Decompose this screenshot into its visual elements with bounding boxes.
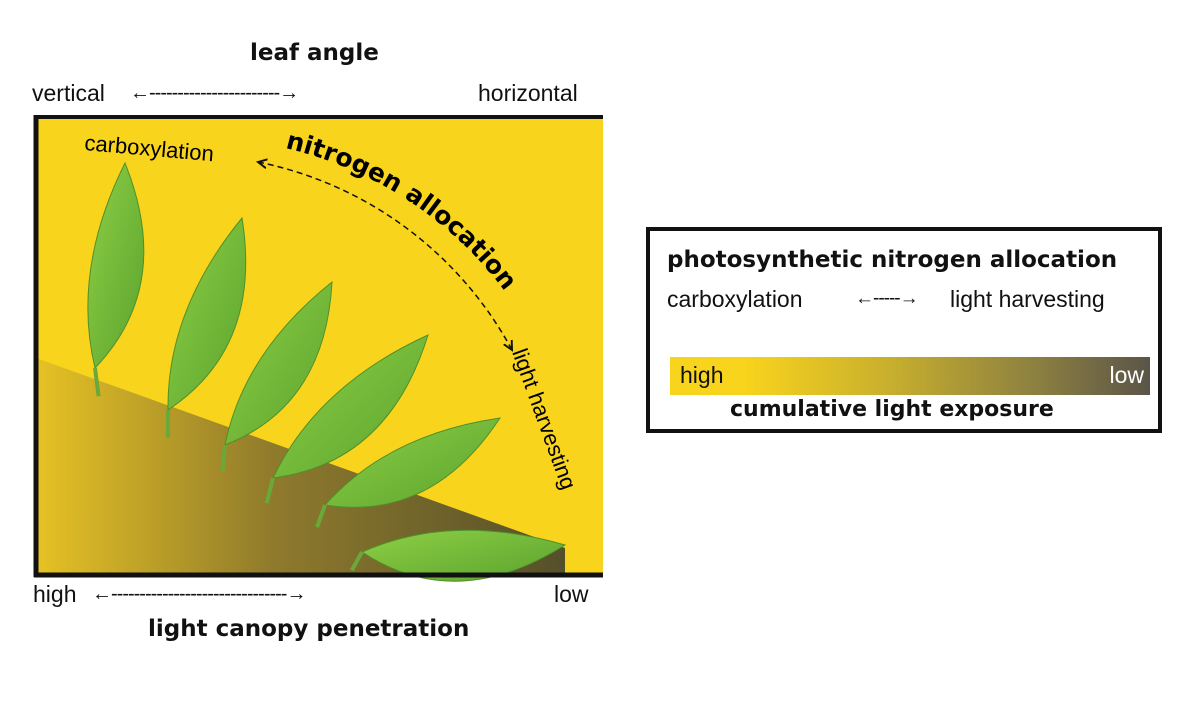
bar-high-label: high [680, 362, 724, 388]
legend-title: photosynthetic nitrogen allocation [667, 247, 1118, 273]
top-axis-title: leaf angle [250, 40, 379, 66]
legend-box: photosynthetic nitrogen allocation carbo… [646, 227, 1162, 433]
legend-arrow: ←-----→ [855, 288, 919, 309]
leaf-stem [220, 444, 227, 472]
top-axis-arrow: ←-----------------------→ [130, 82, 299, 104]
leaf [324, 417, 502, 508]
legend-left-label: carboxylation [667, 286, 803, 312]
leaf-stem [315, 504, 327, 529]
leaf [224, 280, 333, 446]
bottom-axis-title: light canopy penetration [148, 616, 470, 642]
leaf [87, 161, 145, 370]
leaf-stem [350, 551, 364, 572]
bar-low-label: low [1109, 362, 1144, 388]
bottom-axis-left-label: high [33, 581, 77, 607]
legend-bar-title: cumulative light exposure [730, 397, 1054, 422]
light-exposure-gradient-bar: high low [670, 357, 1150, 395]
canopy-panel: carboxylation nitrogen allocation light … [33, 115, 603, 582]
leaf [167, 216, 247, 411]
legend-right-label: light harvesting [950, 286, 1105, 312]
leaf-stem [264, 477, 275, 504]
bottom-axis-arrow: ←-------------------------------→ [92, 583, 306, 605]
leaf [272, 334, 429, 479]
top-axis-left-label: vertical [32, 80, 105, 106]
top-axis-right-label: horizontal [478, 80, 578, 106]
bottom-axis-right-label: low [554, 581, 589, 607]
leaves [87, 161, 567, 582]
leaf-stem [93, 367, 101, 397]
